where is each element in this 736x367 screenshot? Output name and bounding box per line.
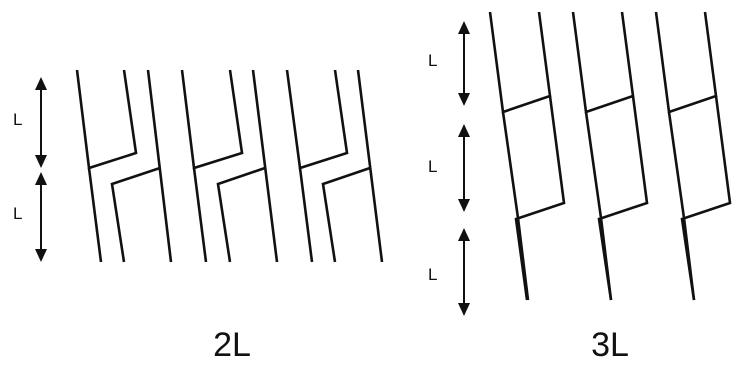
arrow-label-3L-2: L	[428, 157, 437, 176]
caption-2L: 2L	[213, 326, 251, 364]
dimension-arrow-3L-2	[458, 124, 470, 212]
arrow-label-2L-2: L	[13, 204, 22, 223]
arrow-label-3L-1: L	[428, 51, 437, 70]
dimension-arrow-2L-1	[35, 77, 47, 168]
arrow-label-2L-1: L	[13, 110, 22, 129]
stepped-unit-3L-3	[654, 11, 732, 301]
dimension-arrow-2L-2	[35, 172, 47, 262]
dimension-arrow-3L-3	[458, 228, 470, 316]
chevron-unit-2L-2	[180, 69, 279, 263]
chevron-unit-2L-3	[285, 69, 384, 263]
panel-3L: L L L 3L	[428, 11, 732, 364]
dimension-arrow-3L-1	[458, 21, 470, 106]
stepped-unit-3L-2	[571, 11, 649, 301]
chevron-unit-2L-1	[75, 69, 173, 263]
arrow-label-3L-3: L	[428, 265, 437, 284]
caption-3L: 3L	[591, 326, 629, 364]
panel-2L: L L 2L	[13, 69, 384, 364]
stepped-unit-3L-1	[488, 11, 566, 301]
